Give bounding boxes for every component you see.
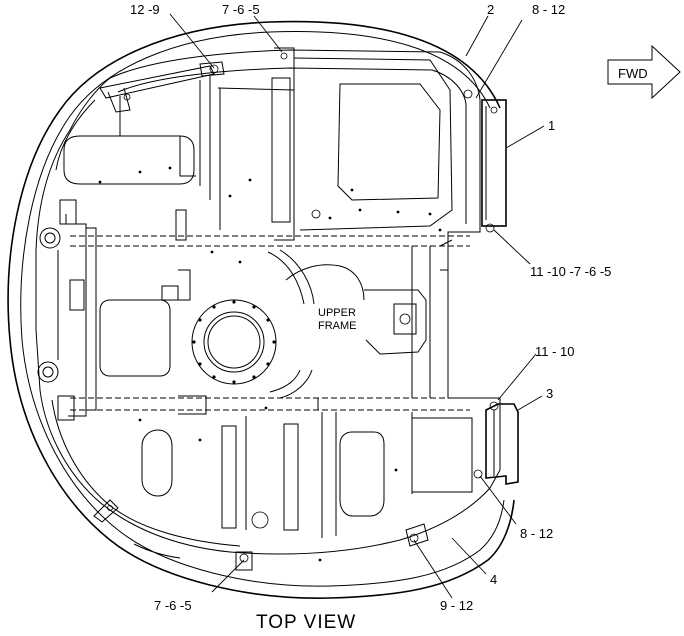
outer-guard-outline — [7, 20, 515, 599]
leader-lines — [169, 13, 545, 599]
callout-4: 4 — [490, 572, 497, 587]
middle-frame — [37, 199, 470, 421]
part-3-right-guard — [473, 401, 519, 485]
callout-11-10: 11 - 10 — [535, 344, 575, 359]
swing-bearing — [191, 299, 277, 385]
view-title: TOP VIEW — [256, 612, 356, 633]
callout-2: 2 — [487, 2, 494, 17]
fwd-arrow-icon — [607, 44, 681, 100]
callout-7-6-5-bottom: 7 -6 -5 — [154, 598, 192, 613]
callout-9-12: 9 - 12 — [440, 598, 473, 613]
callout-7-6-5-top: 7 -6 -5 — [222, 2, 260, 17]
frame-outline — [35, 49, 501, 555]
callout-12-9: 12 -9 — [130, 2, 160, 17]
top-structure — [63, 47, 453, 241]
callout-3: 3 — [546, 386, 553, 401]
lower-clips — [93, 499, 429, 571]
upper-frame-label-line2: FRAME — [318, 320, 357, 332]
part-1-right-guard — [463, 89, 507, 233]
callout-11-10-7-6-5: 11 -10 -7 -6 -5 — [530, 264, 611, 279]
bolt-holes — [98, 166, 442, 562]
callout-8-12-top: 8 - 12 — [532, 2, 565, 17]
upper-frame-section — [267, 239, 453, 410]
fwd-label: FWD — [618, 66, 648, 81]
upper-frame-label-line1: UPPER — [318, 307, 356, 319]
upper-left-bracket — [99, 61, 225, 113]
callout-8-12-bottom: 8 - 12 — [520, 526, 553, 541]
fwd-arrow: FWD — [607, 44, 681, 100]
callout-1: 1 — [548, 118, 555, 133]
lower-panels — [141, 412, 473, 538]
